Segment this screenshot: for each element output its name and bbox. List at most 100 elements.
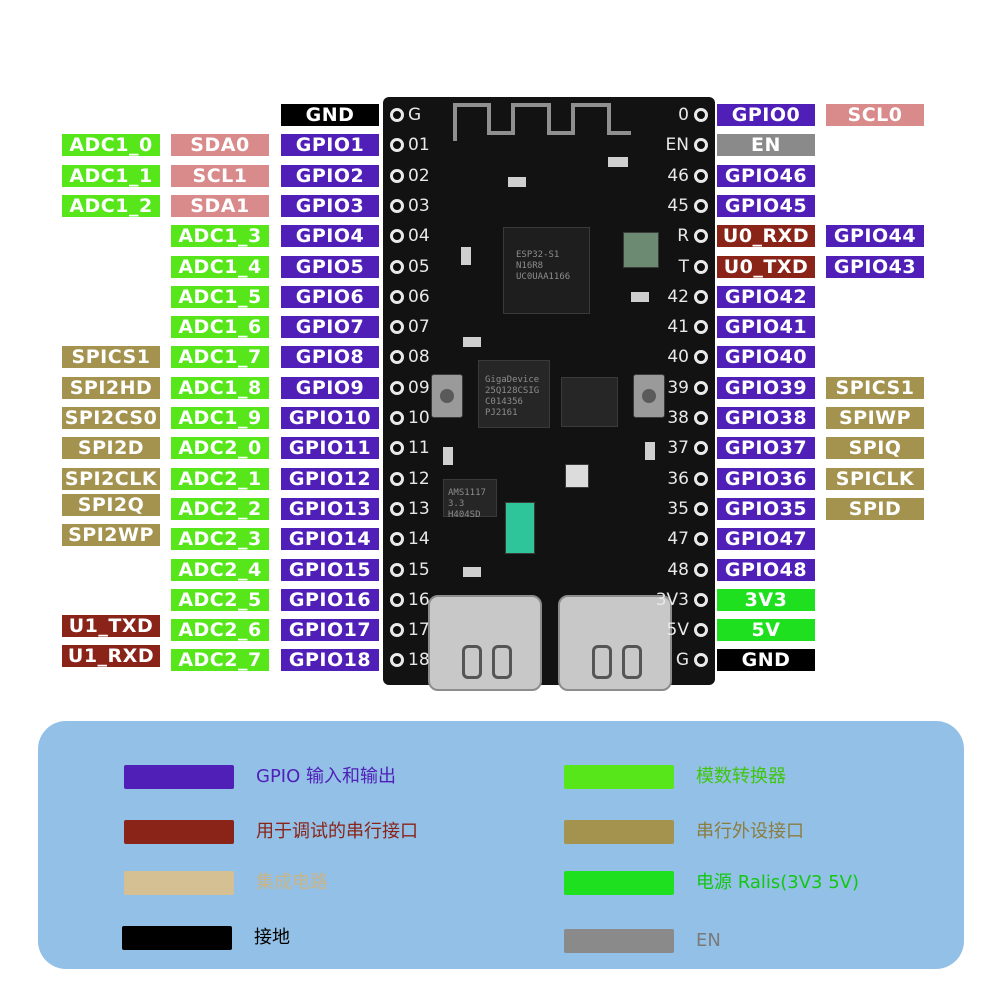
header-pin xyxy=(390,441,404,456)
crystal xyxy=(623,232,659,268)
gpio-label: GPIO3 xyxy=(281,194,379,217)
adc-label: ADC1_5 xyxy=(171,285,269,308)
gpio-label: GPIO2 xyxy=(281,164,379,187)
gpio-label: GPIO16 xyxy=(281,588,379,611)
gpio-label: GPIO1 xyxy=(281,134,379,157)
pin-number: G xyxy=(408,105,422,125)
right-label: GND xyxy=(717,649,815,672)
flash-chip: GigaDevice 25Q128CSIG C014356 PJ2161 xyxy=(478,360,550,428)
header-pin xyxy=(390,411,404,425)
header-pin xyxy=(694,108,708,122)
header-pin xyxy=(390,532,404,547)
legend-swatch xyxy=(124,820,234,844)
header-pin xyxy=(390,562,404,577)
pin-number: 06 xyxy=(408,286,430,307)
pin-number: EN xyxy=(665,135,689,156)
rgb-led xyxy=(565,464,589,488)
right-label-2: SCL0 xyxy=(826,104,924,126)
header-pin xyxy=(694,168,708,183)
smd-component xyxy=(508,177,526,187)
pin-number: 10 xyxy=(408,408,430,428)
right-label: GPIO39 xyxy=(717,376,815,399)
legend-panel: GPIO 输入和输出模数转换器用于调试的串行接口串行外设接口集成电路电源 Ral… xyxy=(38,721,964,969)
header-pin xyxy=(694,653,708,668)
header-pin xyxy=(390,320,404,335)
pin-number: 07 xyxy=(408,317,430,338)
header-pin xyxy=(390,380,404,395)
header-pin xyxy=(694,229,708,244)
spi-label: SPI2HD xyxy=(62,376,160,399)
pin-number: 04 xyxy=(408,226,430,247)
pin-number: 48 xyxy=(667,559,689,580)
header-pin xyxy=(694,380,708,395)
adc-label: ADC1_9 xyxy=(171,407,269,429)
esp32-s3-board: ESP32-S1 N16R8 UC0UAA1166 GigaDevice 25Q… xyxy=(383,97,715,691)
pin-number: 35 xyxy=(667,498,689,519)
right-label: GPIO35 xyxy=(717,497,815,520)
pin-number: R xyxy=(677,226,689,247)
header-pin xyxy=(694,138,708,153)
gpio-label: GPIO15 xyxy=(281,558,379,581)
green-capacitor xyxy=(505,502,535,554)
legend-label: 模数转换器 xyxy=(696,766,786,787)
gpio-label: GPIO17 xyxy=(281,619,379,642)
smd-component xyxy=(443,447,453,465)
right-label: GPIO41 xyxy=(717,316,815,339)
psram-chip xyxy=(561,377,618,427)
pin-number: 38 xyxy=(667,408,689,428)
right-label: EN xyxy=(717,134,815,157)
pin-number: 37 xyxy=(667,438,689,459)
gpio-label: GPIO7 xyxy=(281,316,379,339)
legend-swatch xyxy=(124,765,234,789)
pin-number: 40 xyxy=(667,347,689,368)
pcb-antenna xyxy=(453,103,631,141)
right-label-2: GPIO44 xyxy=(826,225,924,248)
legend-swatch xyxy=(122,926,232,950)
legend-label: GPIO 输入和输出 xyxy=(256,766,397,787)
gpio-label: GPIO18 xyxy=(281,649,379,672)
smd-component xyxy=(631,292,649,302)
boot-button[interactable] xyxy=(431,374,463,418)
header-pin xyxy=(390,229,404,244)
usb-c-port-1[interactable] xyxy=(428,595,542,691)
header-pin xyxy=(694,289,708,304)
pin-number: 15 xyxy=(408,559,430,580)
header-pin xyxy=(694,592,708,607)
right-label-2: SPICS1 xyxy=(826,376,924,399)
legend-swatch xyxy=(564,929,674,953)
pin-number: 14 xyxy=(408,529,430,550)
pin-number: 12 xyxy=(408,468,430,489)
header-pin xyxy=(390,623,404,638)
i2c-label: SDA1 xyxy=(171,194,269,217)
mcu-chip: ESP32-S1 N16R8 UC0UAA1166 xyxy=(503,227,590,314)
right-label: GPIO38 xyxy=(717,407,815,429)
pin-number: 08 xyxy=(408,347,430,368)
usb-c-port-2[interactable] xyxy=(558,595,672,691)
header-pin xyxy=(390,471,404,486)
pin-number: G xyxy=(675,650,689,671)
spi-label: SPI2CS0 xyxy=(62,407,160,429)
gpio-label: GPIO11 xyxy=(281,437,379,460)
uart-label: U1_RXD xyxy=(62,645,160,668)
header-pin xyxy=(694,471,708,486)
adc-label: ADC2_3 xyxy=(171,528,269,551)
header-pin xyxy=(390,350,404,365)
header-pin xyxy=(694,198,708,213)
spi-label: SPI2WP xyxy=(62,524,160,547)
right-label-2: SPIQ xyxy=(826,437,924,460)
header-pin xyxy=(390,501,404,516)
legend-label: 串行外设接口 xyxy=(696,821,804,842)
adc-label: ADC2_5 xyxy=(171,588,269,611)
header-pin xyxy=(694,259,708,274)
legend-label: 集成电路 xyxy=(256,872,328,893)
right-label-2: GPIO43 xyxy=(826,255,924,278)
pin-number: 45 xyxy=(667,195,689,216)
pin-number: 02 xyxy=(408,165,430,186)
i2c-label: SCL1 xyxy=(171,164,269,187)
pin-number: 47 xyxy=(667,529,689,550)
reset-button[interactable] xyxy=(633,374,665,418)
adc-label: ADC2_0 xyxy=(171,437,269,460)
header-pin xyxy=(694,623,708,638)
legend-swatch xyxy=(564,871,674,895)
pin-number: 36 xyxy=(667,468,689,489)
